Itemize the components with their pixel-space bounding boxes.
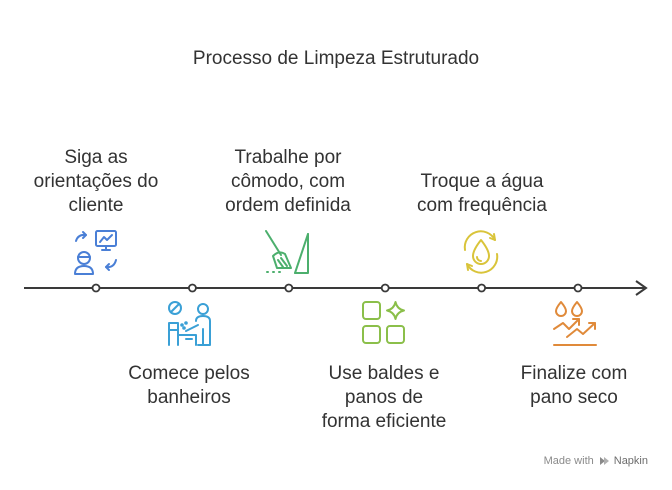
napkin-logo-icon bbox=[599, 457, 609, 465]
timeline-marker-5 bbox=[477, 283, 487, 293]
timeline-marker-2 bbox=[187, 283, 197, 293]
diagram-title: Processo de Limpeza Estruturado bbox=[192, 48, 480, 69]
timeline-arrowhead bbox=[635, 280, 648, 296]
timeline-marker-6 bbox=[573, 283, 583, 293]
drops-trend-icon bbox=[551, 299, 599, 347]
footer-prefix: Made with bbox=[543, 455, 594, 467]
water-cycle-icon bbox=[457, 228, 505, 276]
step-4-label: Use baldes e panos de forma eficiente bbox=[321, 363, 447, 432]
client-guidelines-icon bbox=[72, 228, 120, 276]
step-1-label: Siga as orientações do cliente bbox=[33, 147, 159, 216]
grid-sparkle-icon bbox=[360, 299, 408, 347]
broom-icon bbox=[263, 228, 311, 276]
bathroom-cleaning-icon bbox=[166, 299, 214, 347]
step-6-label: Finalize com pano seco bbox=[520, 363, 628, 408]
step-2-label: Comece pelos banheiros bbox=[128, 363, 250, 408]
timeline-marker-1 bbox=[91, 283, 101, 293]
step-5-label: Troque a água com frequência bbox=[417, 171, 547, 216]
timeline-marker-4 bbox=[380, 283, 390, 293]
footer-brand: Napkin bbox=[613, 455, 648, 467]
made-with-footer: Made with Napkin bbox=[544, 455, 648, 467]
timeline-marker-3 bbox=[284, 283, 294, 293]
timeline-ticks bbox=[91, 283, 583, 293]
step-3-label: Trabalhe por cômodo, com ordem definida bbox=[225, 147, 351, 216]
